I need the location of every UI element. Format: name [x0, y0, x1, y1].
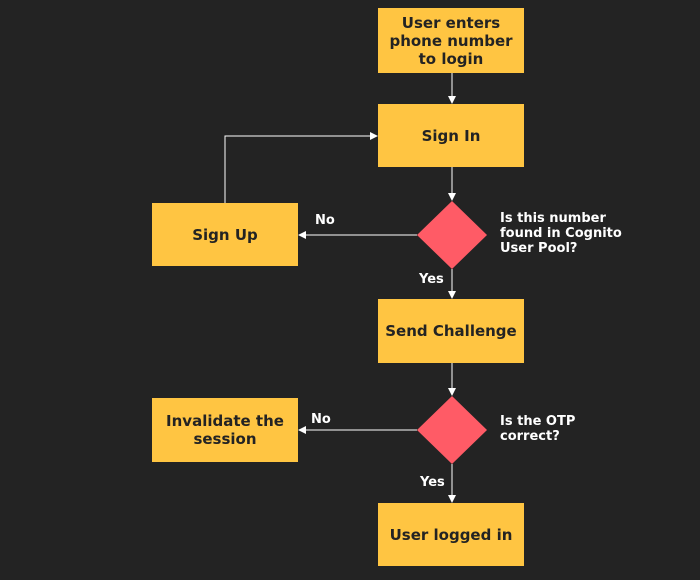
start-box	[378, 8, 524, 73]
sign-in-box	[378, 104, 524, 167]
sign-up-node-label: Sign Up	[192, 225, 258, 244]
otp-correct-diamond	[417, 396, 487, 464]
number-found-yes-label: Yes	[419, 272, 444, 287]
otp-yes-label: Yes	[420, 475, 445, 490]
logged-in-box	[378, 503, 524, 566]
sign-up-box	[152, 203, 298, 266]
otp-no-label: No	[311, 412, 331, 427]
sign-in-node-label: Sign In	[421, 126, 481, 145]
send-challenge-node-label: Send Challenge	[385, 322, 517, 340]
invalidate-session-node-label: Invalidate the session	[166, 412, 284, 448]
connector-sign-up-to-sign-in	[224, 132, 378, 203]
start-node-label: User enters phone number to login	[389, 13, 513, 68]
send-challenge-box	[378, 299, 524, 363]
number-found-question: Is this number found in Cognito User Poo…	[500, 211, 622, 256]
number-found-no-label: No	[315, 213, 335, 228]
invalidate-session-box	[152, 398, 298, 462]
logged-in-node-label: User logged in	[389, 525, 513, 544]
number-found-diamond	[417, 201, 487, 269]
otp-correct-question: Is the OTP correct?	[500, 414, 576, 444]
